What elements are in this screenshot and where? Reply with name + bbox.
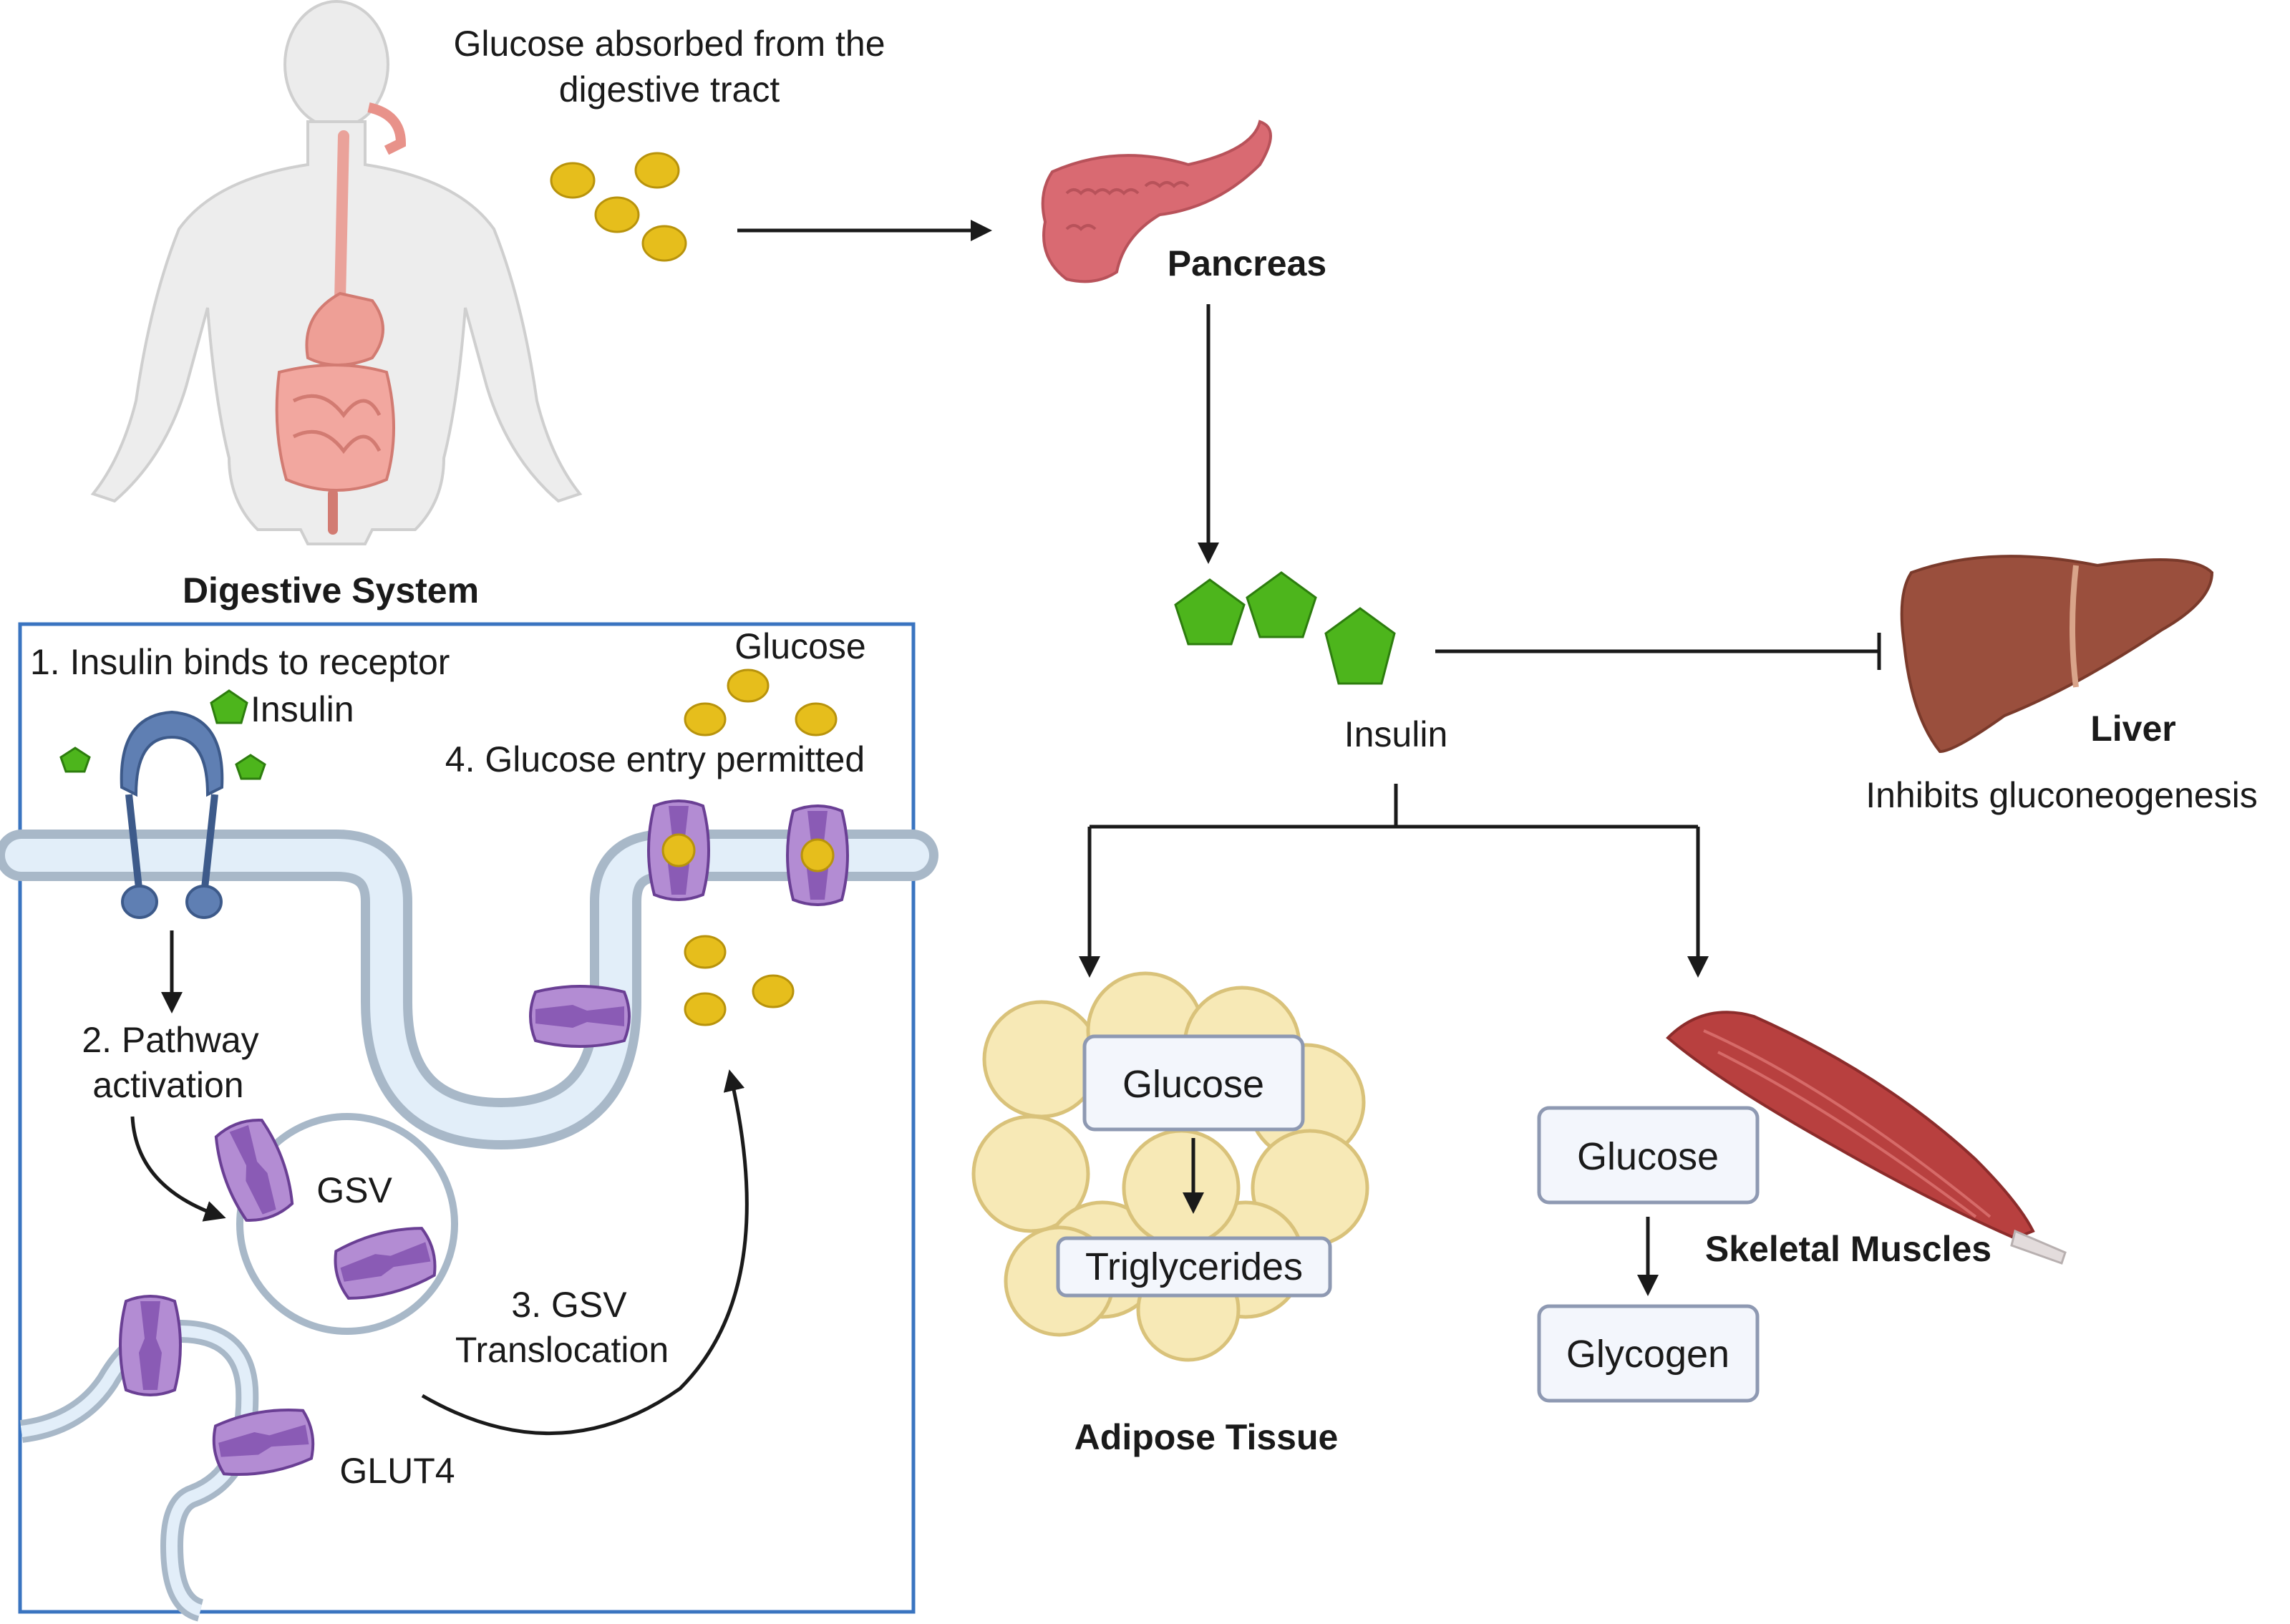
insulin-tag: Insulin	[251, 689, 354, 729]
adipose-tissue-label: Adipose Tissue	[1074, 1417, 1339, 1457]
step3-line2: Translocation	[455, 1330, 669, 1370]
step2-line2: activation	[92, 1065, 243, 1105]
insulin-receptor-icon	[120, 710, 224, 919]
muscle-glycogen-box	[1537, 1304, 1760, 1403]
liver-label: Liver	[2090, 709, 2176, 749]
adipose-fat-cells	[971, 971, 1369, 1362]
adipose-glucose-box	[1082, 1034, 1305, 1132]
glucose-molecules-inside	[684, 935, 795, 1026]
glucose-tag: Glucose	[734, 626, 865, 666]
skeletal-muscle-icon	[1666, 1011, 2067, 1265]
adipose-triglycerides-text: Triglycerides	[1085, 1245, 1303, 1288]
arrow-translocation	[421, 1069, 749, 1436]
insulin-branch-arrows	[1079, 784, 1709, 978]
endosome-membrane	[19, 1319, 259, 1622]
adipose-triglycerides-box	[1056, 1236, 1332, 1298]
insulin-molecules-cell	[59, 689, 266, 780]
glucose-in-transporters	[661, 833, 835, 872]
arrow-pathway-to-gsv	[130, 1116, 226, 1222]
step2-line1: 2. Pathway	[82, 1020, 258, 1060]
glucose-molecules-outside	[684, 668, 838, 736]
glucose-absorbed-caption-line2: digestive tract	[559, 69, 780, 110]
step4-text: 4. Glucose entry permitted	[445, 739, 865, 779]
insulin-molecules	[1174, 571, 1396, 685]
muscle-glucose-box	[1537, 1106, 1760, 1205]
pancreas-icon	[1041, 120, 1272, 283]
muscle-glucose-text: Glucose	[1577, 1135, 1719, 1178]
liver-effect-text: Inhibits gluconeogenesis	[1866, 775, 2258, 815]
muscle-glycogen-text: Glycogen	[1566, 1333, 1729, 1376]
insulin-label: Insulin	[1344, 714, 1448, 754]
liver-icon	[1900, 555, 2214, 754]
pancreas-label: Pancreas	[1168, 243, 1326, 283]
human-body-figure	[90, 0, 583, 545]
digestive-system-label: Digestive System	[183, 570, 479, 611]
skeletal-muscles-label: Skeletal Muscles	[1705, 1229, 1991, 1269]
glut4-transporter-inserting	[529, 985, 631, 1048]
step3-line1: 3. GSV	[511, 1285, 627, 1325]
step1-text: 1. Insulin binds to receptor	[30, 642, 450, 682]
glucose-absorbed-caption-line1: Glucose absorbed from the	[453, 24, 885, 64]
gsv-tag: GSV	[316, 1170, 392, 1210]
adipose-glucose-text: Glucose	[1122, 1063, 1264, 1106]
glut4-tag: GLUT4	[339, 1451, 455, 1491]
cell-membrane	[0, 830, 938, 1150]
glucose-molecules-absorbed	[550, 152, 687, 262]
